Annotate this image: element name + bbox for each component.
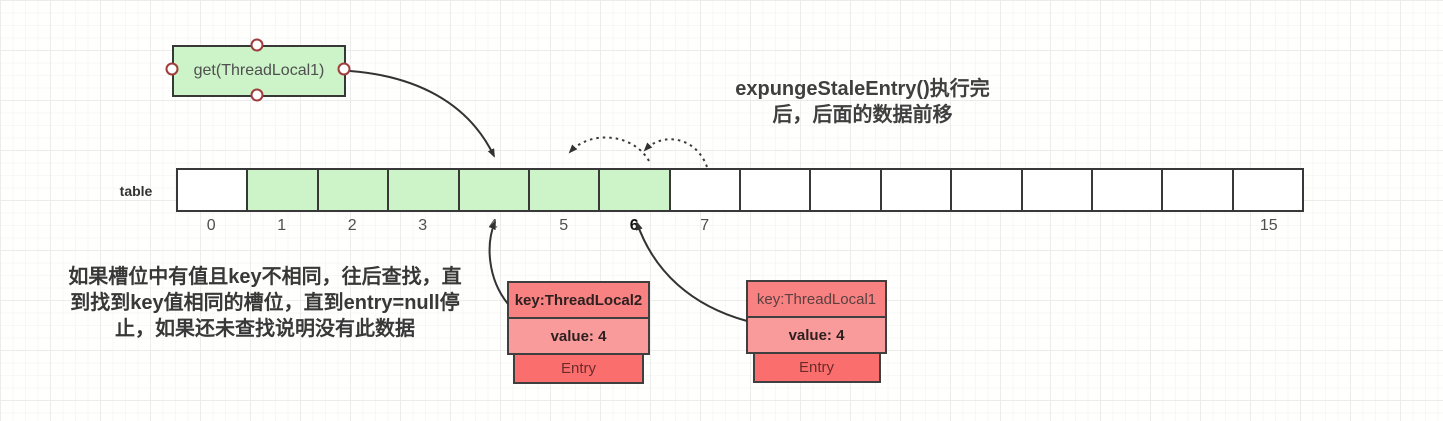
note-line-1: 如果槽位中有值且key不相同，往后查找，直	[68, 266, 462, 288]
index-label: 3	[418, 217, 428, 234]
entry-stack-threadlocal2[interactable]: key:ThreadLocal2 value: 4 Entry	[507, 281, 650, 384]
table-cell[interactable]	[952, 170, 1023, 210]
table-cell[interactable]	[1022, 170, 1093, 210]
title-line-2: 后，后面的数据前移	[772, 104, 953, 126]
table-cell[interactable]	[459, 170, 530, 210]
arrow-get-to-cell4[interactable]	[349, 70, 495, 158]
entry-value-label: value: 4	[507, 317, 650, 355]
index-label: 7	[700, 217, 710, 234]
table-cell[interactable]	[178, 170, 249, 210]
table-cell[interactable]	[318, 170, 390, 210]
arrow-entry1-to-cell6[interactable]	[635, 221, 748, 322]
index-label	[1093, 217, 1164, 237]
table-cell[interactable]	[1233, 170, 1302, 210]
entry-type-label: Entry	[752, 352, 881, 383]
table-cell[interactable]	[811, 170, 882, 210]
array-cells	[176, 168, 1304, 212]
entry-key-label: key:ThreadLocal2	[507, 281, 650, 319]
entry-value-label: value: 4	[746, 316, 887, 354]
table-cell[interactable]	[881, 170, 953, 210]
note-annotation: 如果槽位中有值且key不相同，往后查找，直 到找到key值相同的槽位，直到ent…	[34, 264, 496, 342]
table-cell[interactable]	[600, 170, 671, 210]
note-line-3: 止，如果还未查找说明没有此数据	[115, 318, 415, 340]
table-cell[interactable]	[248, 170, 319, 210]
index-label	[1022, 217, 1093, 237]
note-line-2: 到找到key值相同的槽位，直到entry=null停	[70, 292, 460, 314]
selection-handle-bottom[interactable]	[250, 88, 264, 102]
arrow-entry2-to-cell4[interactable]	[488, 220, 509, 305]
index-label	[881, 217, 952, 237]
index-label	[740, 217, 811, 237]
table-cell[interactable]	[1092, 170, 1164, 210]
get-threadlocal1-shape[interactable]: get(ThreadLocal1)	[172, 45, 346, 97]
index-label: 2	[347, 217, 357, 234]
table-cell[interactable]	[670, 170, 741, 210]
entry-key-label: key:ThreadLocal1	[746, 280, 887, 318]
index-label: 0	[206, 217, 216, 234]
table-cell[interactable]	[529, 170, 601, 210]
get-threadlocal1-label: get(ThreadLocal1)	[193, 62, 325, 79]
entry-stack-threadlocal1[interactable]: key:ThreadLocal1 value: 4 Entry	[746, 280, 887, 383]
title-line-1: expungeStaleEntry()执行完	[735, 78, 990, 100]
index-label	[952, 217, 1023, 237]
dotted-arc-cell7-to-cell6[interactable]	[643, 138, 708, 168]
table-label: table	[119, 183, 153, 199]
table-cell[interactable]	[1163, 170, 1234, 210]
index-label: 15	[1259, 217, 1278, 234]
dotted-arc-cell6-to-cell5[interactable]	[568, 136, 650, 162]
selection-handle-left[interactable]	[165, 62, 179, 76]
index-label: 6	[629, 217, 639, 234]
selection-handle-top[interactable]	[250, 38, 264, 52]
title-annotation: expungeStaleEntry()执行完 后，后面的数据前移	[705, 76, 1020, 128]
index-label: 5	[559, 217, 569, 234]
selection-handle-right[interactable]	[337, 62, 351, 76]
table-cell[interactable]	[389, 170, 460, 210]
entry-type-label: Entry	[513, 353, 644, 384]
index-label	[811, 217, 882, 237]
table-cell[interactable]	[741, 170, 812, 210]
index-label: 1	[277, 217, 287, 234]
index-label	[1163, 217, 1234, 237]
